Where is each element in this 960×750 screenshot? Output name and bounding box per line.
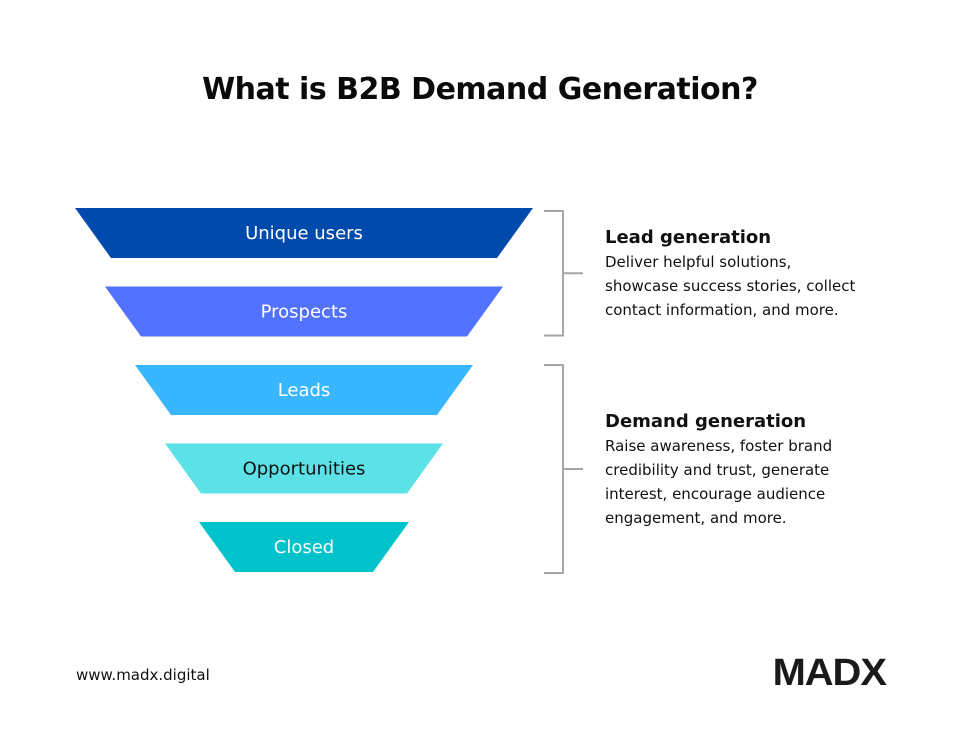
funnel-stage-shape [165,443,443,494]
group-brackets [544,210,583,574]
funnel-stage-unique-users: Unique users [75,208,533,258]
funnel-stage-opportunities: Opportunities [165,443,443,494]
demand-generation-bracket [544,364,583,574]
lead-generation-group: Lead generation Deliver helpful solution… [605,226,905,322]
website-url[interactable]: www.madx.digital [76,666,210,684]
funnel-stage-label: Opportunities [243,459,366,480]
funnel-stage-label: Closed [274,537,334,558]
funnel-stage-label: Unique users [245,223,363,244]
demand-generation-title: Demand generation [605,411,807,432]
funnel-stage-closed: Closed [199,522,409,572]
funnel-stage-shape [75,208,533,258]
demand-generation-group: Demand generation Raise awareness, foste… [605,410,905,530]
funnel-stage-label: Leads [278,380,331,401]
funnel-stage-label: Prospects [261,302,348,323]
funnel-stage-leads: Leads [135,365,473,415]
lead-generation-bracket [544,210,583,337]
lead-generation-description: Deliver helpful solutions, showcase succ… [605,253,856,319]
page-title: What is B2B Demand Generation? [202,72,758,107]
funnel-stage-shape [199,522,409,572]
demand-generation-description: Raise awareness, foster brand credibilit… [605,437,833,527]
madx-logo: MADX [772,652,887,694]
funnel-stage-prospects: Prospects [105,286,503,337]
funnel-stages: Unique usersProspectsLeadsOpportunitiesC… [75,208,533,572]
funnel-stage-shape [105,286,503,337]
lead-generation-title: Lead generation [605,227,772,248]
funnel-stage-shape [135,365,473,415]
